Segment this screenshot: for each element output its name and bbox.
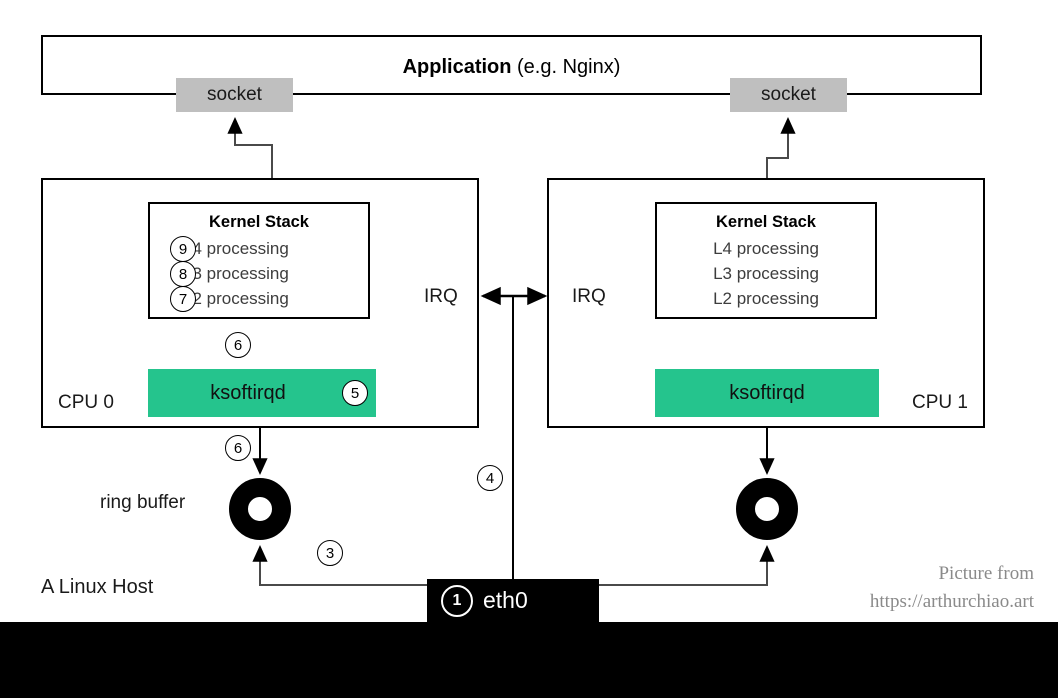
ring-buffer-cpu0: [229, 478, 291, 540]
kernel-stack-cpu1-row-l3: L3 processing: [713, 264, 819, 284]
kernel-stack-cpu0-title: Kernel Stack: [209, 213, 309, 231]
kernel-stack-cpu0-row-l2-label: L2 processing: [183, 289, 289, 309]
step-badge-5: 5: [342, 380, 368, 406]
kernel-stack-cpu0-row-l4-label: L4 processing: [183, 239, 289, 259]
step-badge-6-upper: 6: [225, 332, 251, 358]
host-label: A Linux Host: [41, 576, 154, 598]
bottom-black-band: [0, 622, 1058, 698]
wire-eth0-to-ringbuffer0: [252, 545, 427, 586]
eth0-label: eth0: [483, 587, 528, 613]
irq-label-cpu1: IRQ: [572, 286, 606, 307]
ring-buffer-label: ring buffer: [100, 492, 186, 513]
wire-eth0-to-ringbuffer1: [599, 545, 775, 586]
application-title-bold: Application: [402, 56, 512, 78]
step-badge-7: 7: [170, 286, 196, 313]
step-badge-1: 1: [441, 584, 473, 617]
kernel-stack-cpu1-title: Kernel Stack: [716, 213, 816, 231]
socket-cpu1-label: socket: [761, 84, 816, 105]
ksoftirqd-cpu0[interactable]: ksoftirqd 5: [148, 369, 376, 417]
cpu0-label: CPU 0: [58, 392, 114, 413]
kernel-stack-cpu0-row-l3: 8 L3 processing: [170, 261, 368, 288]
kernel-stack-cpu0-row-l2: 7 L2 processing: [170, 286, 368, 313]
kernel-stack-cpu1: Kernel Stack L4 processing L3 processing…: [655, 202, 877, 319]
kernel-stack-cpu0-row-l4: 9 L4 processing: [170, 236, 368, 263]
step-badge-3: 3: [317, 540, 343, 566]
kernel-stack-cpu0-row-l3-label: L3 processing: [183, 264, 289, 284]
application-title: Application (e.g. Nginx): [41, 56, 982, 79]
ksoftirqd-cpu1[interactable]: ksoftirqd: [655, 369, 879, 417]
step-badge-4: 4: [477, 465, 503, 491]
attribution-line2: https://arthurchiao.art: [869, 590, 1034, 612]
eth0-nic-bar[interactable]: 1 eth0: [427, 579, 599, 622]
step-badge-9: 9: [170, 236, 196, 263]
application-title-rest: (e.g. Nginx): [511, 56, 621, 78]
step-badge-6-lower: 6: [225, 435, 251, 461]
kernel-stack-cpu1-row-l4: L4 processing: [713, 239, 819, 259]
cpu1-label: CPU 1: [912, 392, 968, 413]
socket-cpu0-label: socket: [207, 84, 262, 105]
ksoftirqd-cpu1-label: ksoftirqd: [729, 381, 805, 404]
ring-buffer-cpu1: [736, 478, 798, 540]
ksoftirqd-cpu0-label: ksoftirqd: [210, 381, 286, 404]
attribution-line1: Picture from: [938, 563, 1034, 584]
kernel-stack-cpu1-row-l2: L2 processing: [713, 289, 819, 309]
kernel-stack-cpu0: Kernel Stack 9 L4 processing 8 L3 proces…: [148, 202, 370, 319]
socket-cpu1[interactable]: socket: [730, 78, 847, 112]
attribution: Picture from https://arthurchiao.art: [870, 560, 1034, 615]
irq-label-cpu0: IRQ: [424, 286, 458, 307]
step-badge-8: 8: [170, 261, 196, 288]
socket-cpu0[interactable]: socket: [176, 78, 293, 112]
